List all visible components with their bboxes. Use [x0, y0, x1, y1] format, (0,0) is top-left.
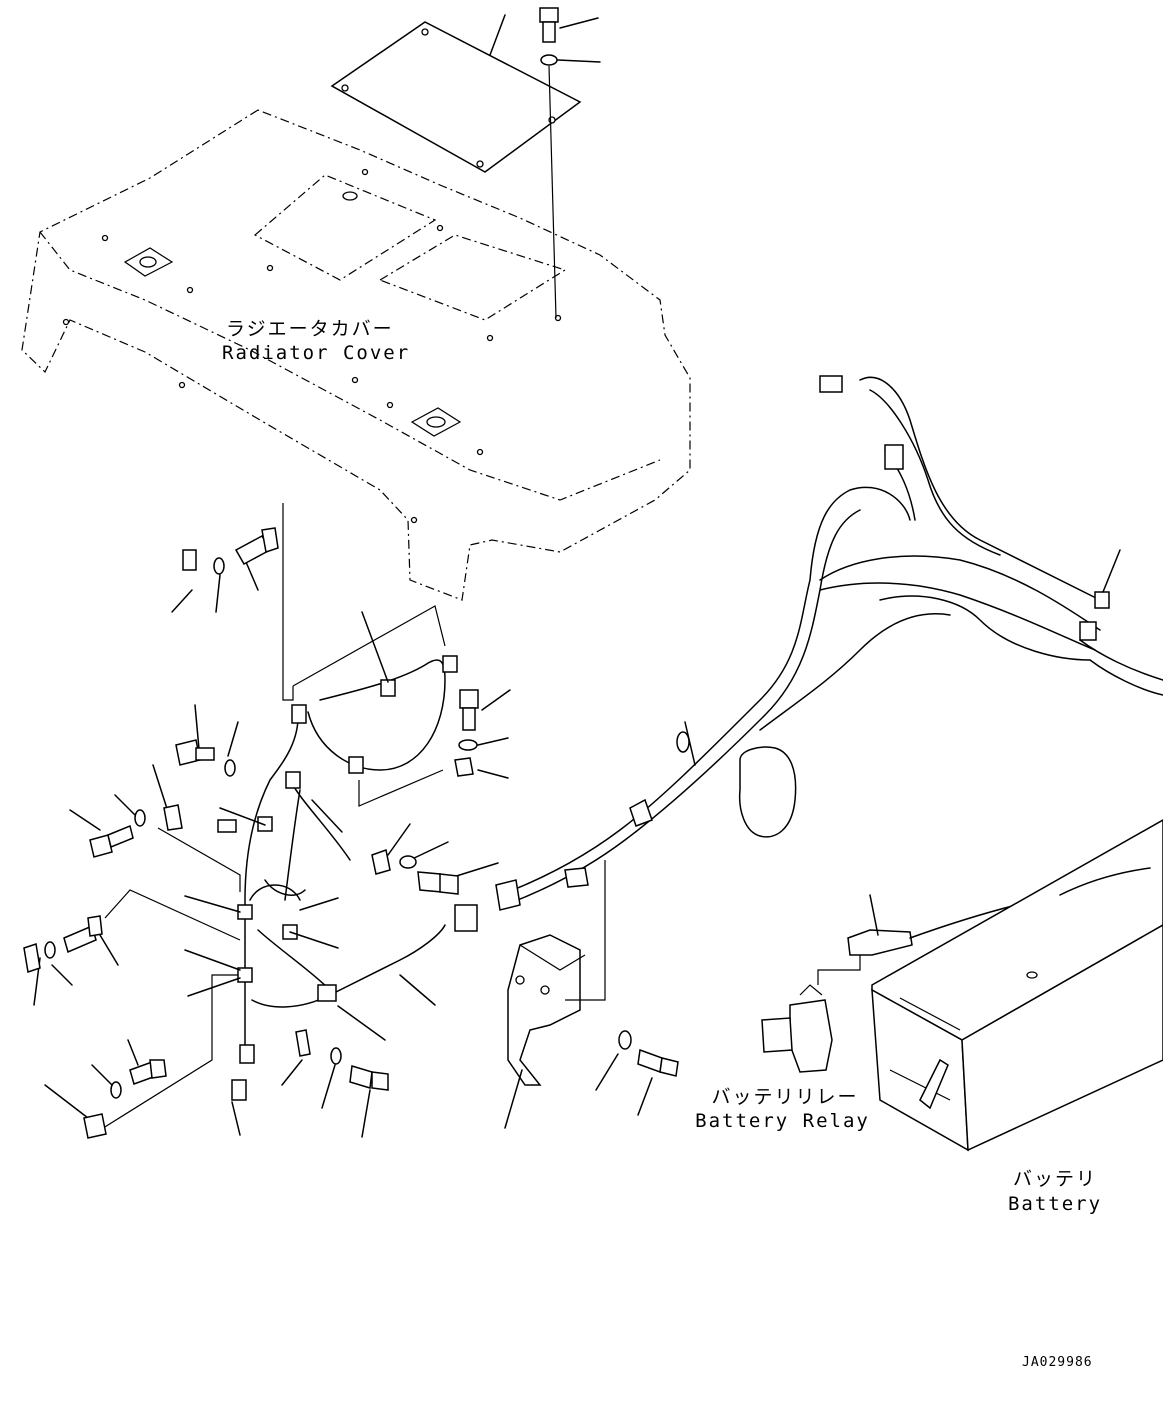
- radiator-cover-label-jp: ラジエータカバー: [226, 318, 394, 340]
- bolt-top: [539, 7, 601, 319]
- fasteners-left: [23, 527, 479, 1139]
- main-harness: [495, 375, 1163, 911]
- battery-relay-label-en: Battery Relay: [695, 1110, 870, 1132]
- battery-relay-label-jp: バッテリリレー: [711, 1086, 859, 1108]
- relay-bracket: [504, 860, 679, 1129]
- battery: [871, 819, 1163, 1152]
- radiator-cover: [21, 109, 691, 601]
- radiator-cover-label-en: Radiator Cover: [222, 342, 411, 364]
- center-harness: [33, 503, 511, 1138]
- battery-label-en: Battery: [1007, 1193, 1103, 1215]
- battery-label-jp: バッテリ: [1012, 1168, 1097, 1190]
- drawing-code: JA029986: [1022, 1355, 1093, 1370]
